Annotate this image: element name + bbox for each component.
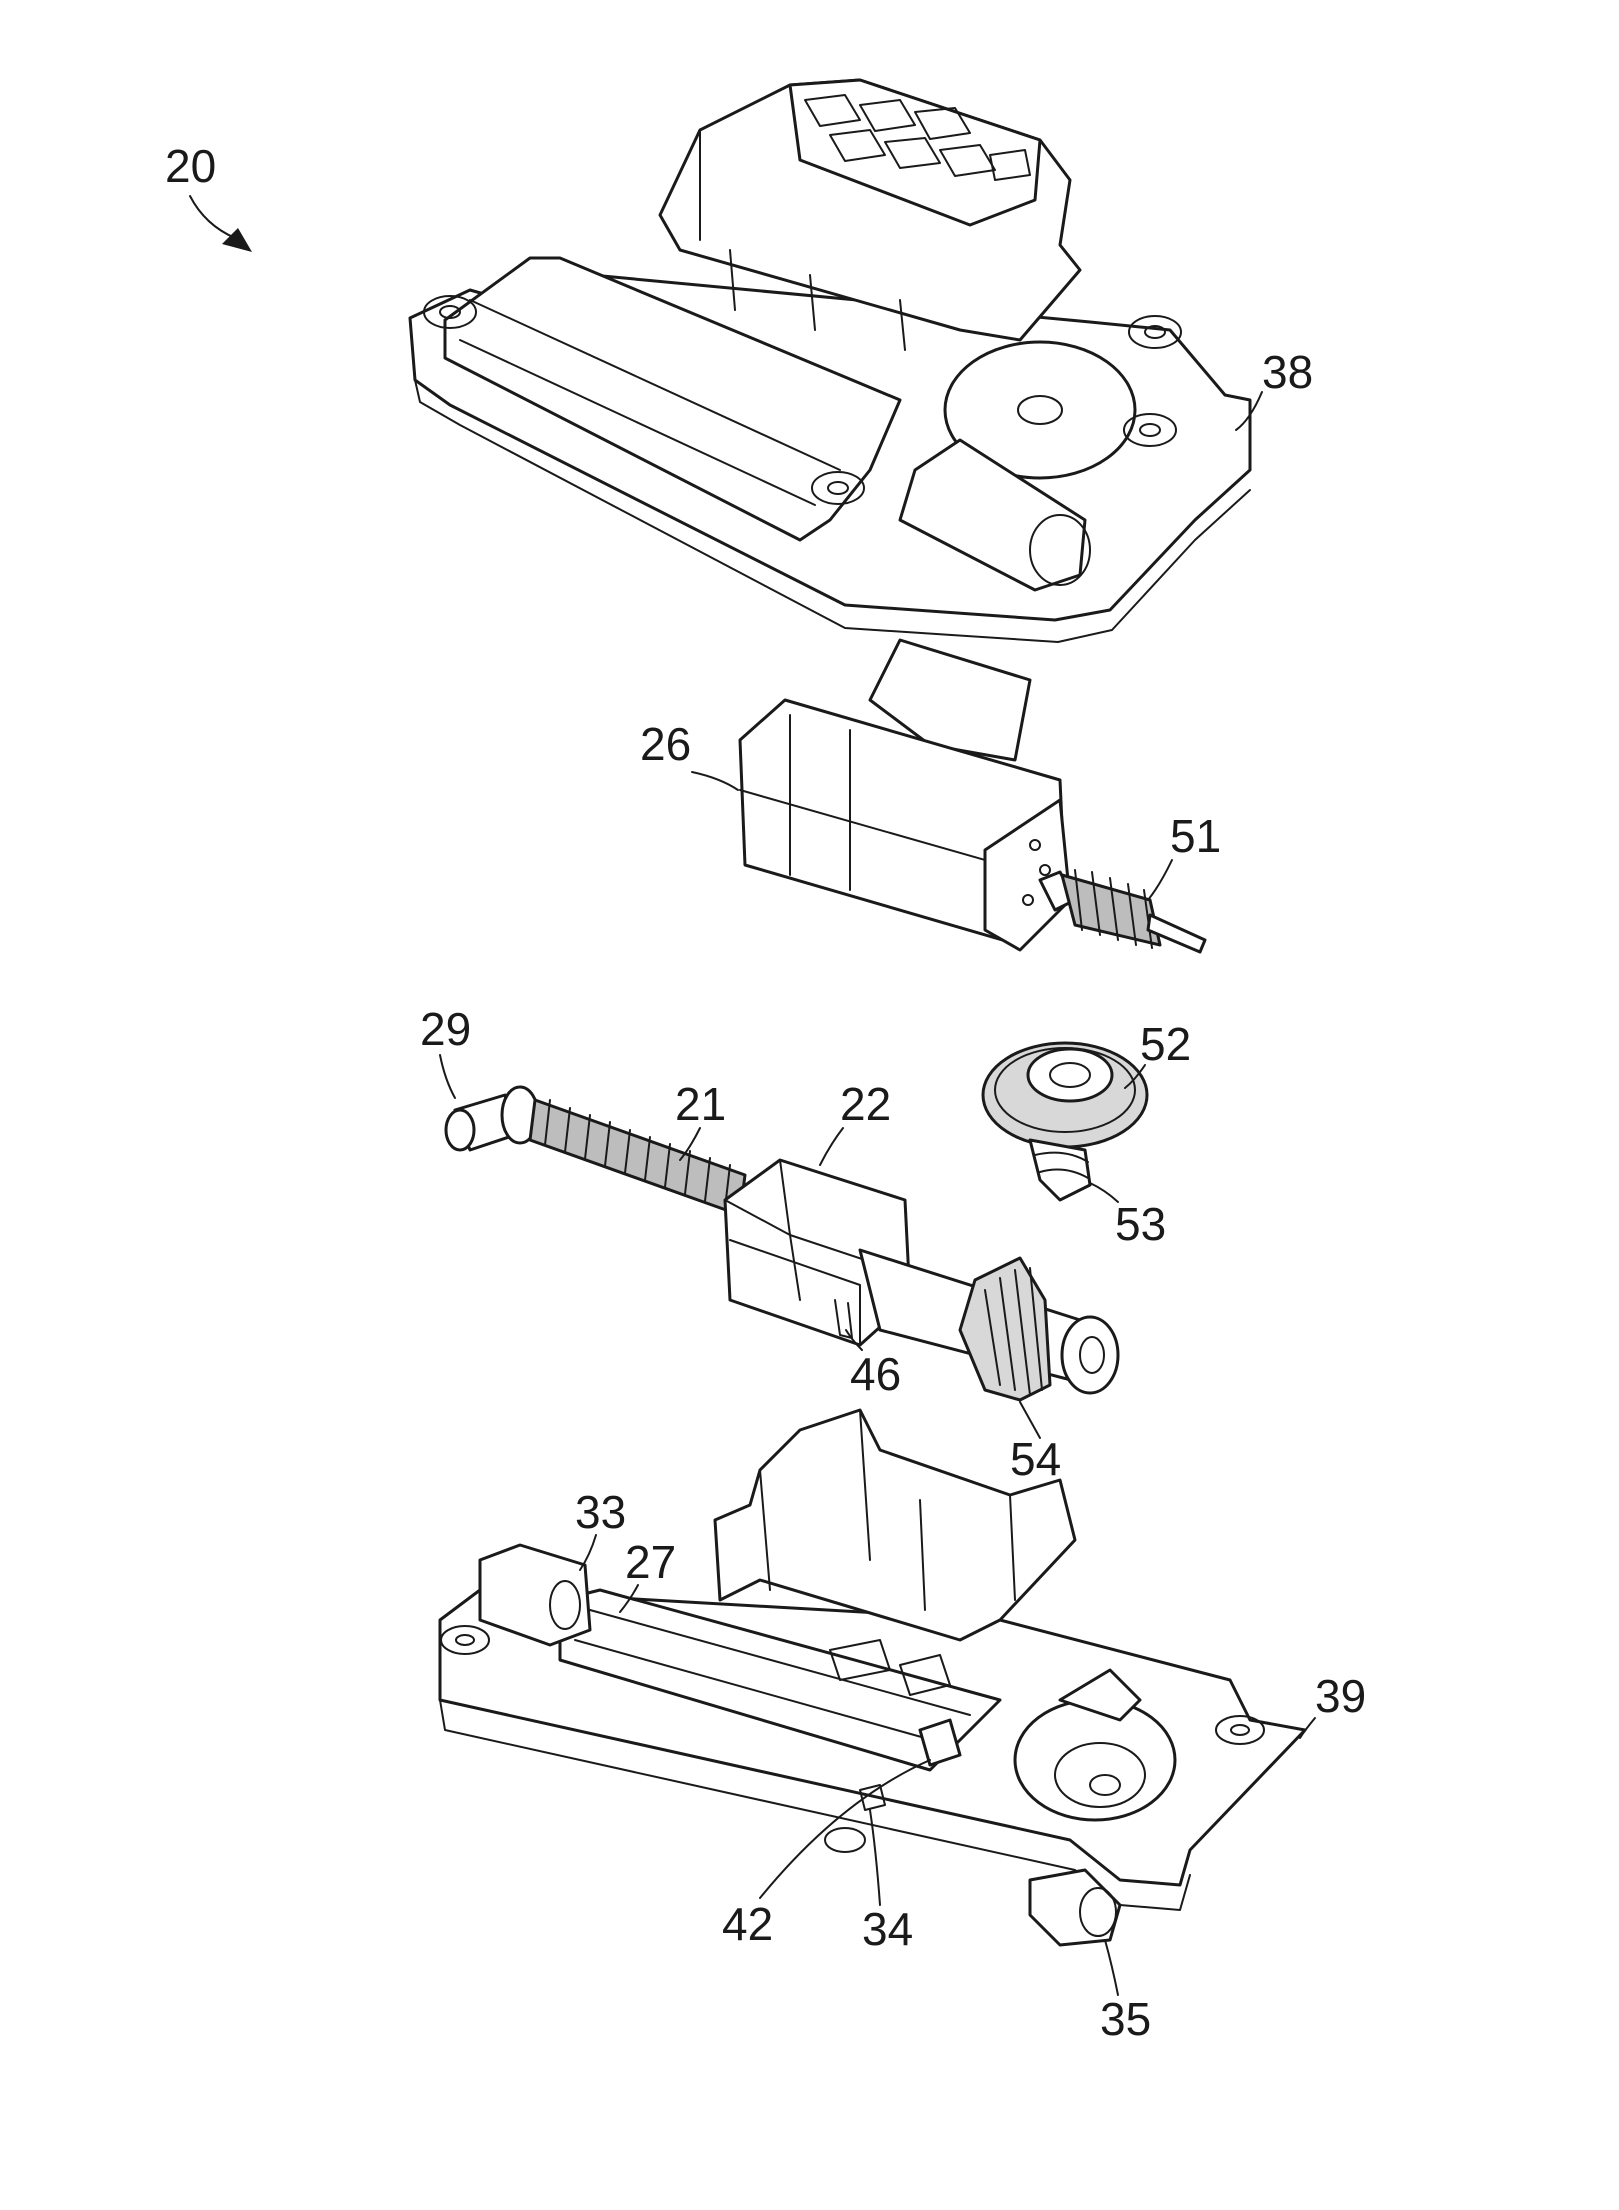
leader-worm <box>1148 860 1172 900</box>
label-cover: 38 <box>1262 346 1313 398</box>
leader-motor <box>692 772 738 790</box>
label-stop: 42 <box>722 1898 773 1950</box>
leader-bearing-seat-left <box>580 1535 596 1570</box>
leader-shaft-end <box>440 1055 455 1098</box>
label-motor: 26 <box>640 718 691 770</box>
arrow-head-assembly <box>222 228 252 252</box>
housing-base: 33 27 39 42 34 35 <box>440 1410 1366 2045</box>
spindle-shaft-tip <box>446 1110 474 1150</box>
label-gear: 52 <box>1140 1018 1191 1070</box>
pinion-end <box>1062 1317 1118 1393</box>
label-bearing-seat-left: 33 <box>575 1486 626 1538</box>
leader-nut <box>820 1128 843 1165</box>
label-nut-slot: 46 <box>850 1348 901 1400</box>
leader-assembly <box>190 196 235 238</box>
assembly-reference: 20 <box>165 140 252 252</box>
base-gear-seat <box>1015 1700 1175 1820</box>
electric-motor: 26 51 <box>640 640 1221 952</box>
label-gear-worm: 53 <box>1115 1198 1166 1250</box>
motor-worm <box>1062 870 1205 952</box>
housing-cover: 38 <box>410 80 1313 642</box>
label-base: 39 <box>1315 1670 1366 1722</box>
label-clip: 34 <box>862 1903 913 1955</box>
label-bearing-seat-bottom: 35 <box>1100 1993 1151 2045</box>
worm-gear-wheel: 52 53 <box>983 1018 1191 1250</box>
label-pinion: 54 <box>1010 1433 1061 1485</box>
label-shaft-end: 29 <box>420 1003 471 1055</box>
leader-bearing-seat-bottom <box>1105 1940 1118 1995</box>
label-assembly: 20 <box>165 140 216 192</box>
gear-hub <box>1028 1049 1112 1101</box>
leader-gear-worm <box>1090 1183 1118 1202</box>
label-channel: 27 <box>625 1536 676 1588</box>
label-nut: 22 <box>840 1078 891 1130</box>
label-worm: 51 <box>1170 810 1221 862</box>
label-spindle: 21 <box>675 1078 726 1130</box>
leader-clip <box>870 1810 880 1905</box>
